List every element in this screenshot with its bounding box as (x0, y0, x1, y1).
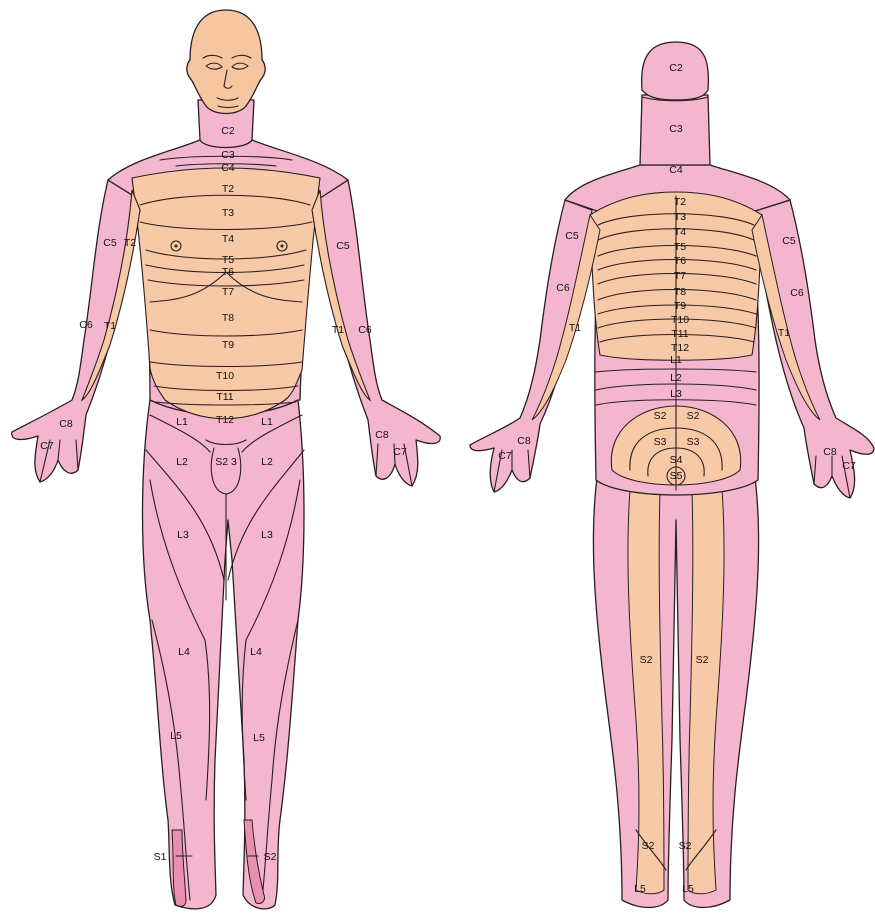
posterior-label-l2: L2 (670, 372, 682, 384)
anterior-label-l4-right: L4 (250, 646, 262, 658)
anterior-label-t3: T3 (222, 207, 234, 219)
posterior-label-t2: T2 (674, 196, 686, 208)
anterior-left-nipple-dot (175, 245, 178, 248)
posterior-label-l5-right: L5 (682, 883, 694, 895)
anterior-head (187, 10, 265, 114)
anterior-label-s1: S1 (154, 851, 167, 863)
posterior-label-c7-left: C7 (498, 450, 512, 462)
anterior-label-l3-right: L3 (261, 529, 273, 541)
anterior-label-t1-right: T1 (332, 324, 344, 336)
posterior-label-s5: S5 (670, 470, 683, 482)
anterior-label-c8-right: C8 (375, 429, 389, 441)
anterior-label-s23: S2 3 (215, 456, 237, 468)
anterior-label-c3: C3 (221, 149, 235, 161)
anterior-label-l4-left: L4 (178, 646, 190, 658)
anterior-label-t6: T6 (222, 266, 234, 278)
anterior-figure: C2 C3 C4 T2 T3 T4 T5 T6 T7 T8 T9 T10 T11… (12, 10, 441, 909)
posterior-label-l1: L1 (670, 354, 682, 366)
anterior-label-c7-left: C7 (40, 440, 54, 452)
posterior-label-s4: S4 (670, 454, 683, 466)
anterior-label-l1-left: L1 (176, 416, 188, 428)
posterior-label-c7-right: C7 (842, 460, 856, 472)
posterior-label-c8-left: C8 (517, 435, 531, 447)
posterior-label-c6-right: C6 (790, 287, 804, 299)
posterior-label-t8: T8 (674, 286, 686, 298)
anterior-label-l2-right: L2 (261, 456, 273, 468)
posterior-label-s2-ankle-right: S2 (679, 840, 692, 852)
anterior-label-t8: T8 (222, 312, 234, 324)
posterior-label-c5-left: C5 (565, 230, 579, 242)
anterior-label-l1-right: L1 (261, 416, 273, 428)
posterior-label-s2-left: S2 (654, 410, 667, 422)
posterior-label-t10: T10 (671, 314, 689, 326)
anterior-label-l3-left: L3 (177, 529, 189, 541)
posterior-label-l5-left: L5 (634, 883, 646, 895)
anterior-label-l5-right: L5 (253, 732, 265, 744)
posterior-label-c2: C2 (669, 62, 683, 74)
posterior-label-t9: T9 (674, 300, 686, 312)
anterior-left-arm (12, 180, 140, 482)
posterior-label-t11: T11 (671, 328, 688, 340)
anterior-label-c8-left: C8 (59, 418, 73, 430)
posterior-label-c4: C4 (669, 164, 683, 176)
anterior-label-c2: C2 (221, 125, 235, 137)
posterior-label-s3-left: S3 (654, 436, 667, 448)
anterior-label-c6-right: C6 (358, 324, 372, 336)
posterior-label-s3-right: S3 (687, 436, 700, 448)
posterior-label-c8-right: C8 (823, 446, 837, 458)
anterior-label-c4: C4 (221, 162, 235, 174)
posterior-legs (593, 470, 758, 908)
anterior-label-c5-right: C5 (336, 240, 350, 252)
anterior-label-t4: T4 (222, 233, 234, 245)
anterior-label-l5-left: L5 (170, 730, 182, 742)
anterior-label-t7: T7 (222, 286, 234, 298)
anterior-label-t5: T5 (222, 254, 234, 266)
posterior-label-l3: L3 (670, 388, 682, 400)
posterior-label-t1-left: T1 (569, 322, 581, 334)
anterior-label-t10: T10 (216, 370, 234, 382)
posterior-label-t7: T7 (674, 270, 686, 282)
posterior-label-s2-thigh-right: S2 (696, 654, 709, 666)
posterior-label-t12: T12 (671, 342, 689, 354)
posterior-left-arm (470, 200, 592, 492)
anterior-label-l2-left: L2 (176, 456, 188, 468)
posterior-label-s2-ankle-left: S2 (642, 840, 655, 852)
posterior-label-c6-left: C6 (556, 282, 570, 294)
posterior-right-arm (752, 200, 874, 498)
anterior-legs (143, 400, 305, 909)
posterior-figure: C2 C3 C4 T2 T3 T4 T5 T6 T7 T8 T9 T10 T11… (470, 42, 874, 908)
posterior-label-t3: T3 (674, 211, 686, 223)
anterior-label-s2: S2 (264, 851, 277, 863)
anterior-label-t12: T12 (216, 414, 234, 426)
posterior-label-c5-right: C5 (782, 235, 796, 247)
anterior-label-t1-left: T1 (104, 320, 116, 332)
posterior-label-t6: T6 (674, 255, 686, 267)
anterior-label-c6-left: C6 (79, 319, 93, 331)
posterior-label-t1-right: T1 (778, 327, 790, 339)
anterior-label-t2-arm: T2 (124, 237, 136, 249)
posterior-label-s2-right: S2 (687, 410, 700, 422)
anterior-label-t11: T11 (216, 391, 233, 403)
posterior-label-t4: T4 (674, 226, 686, 238)
posterior-label-c3: C3 (669, 123, 683, 135)
anterior-label-t2: T2 (222, 183, 234, 195)
posterior-label-s2-thigh-left: S2 (640, 654, 653, 666)
anterior-label-c7-right: C7 (393, 446, 407, 458)
anterior-label-c5-left: C5 (103, 237, 117, 249)
posterior-label-t5: T5 (674, 241, 686, 253)
anterior-label-t9: T9 (222, 339, 234, 351)
anterior-right-nipple-dot (281, 245, 284, 248)
